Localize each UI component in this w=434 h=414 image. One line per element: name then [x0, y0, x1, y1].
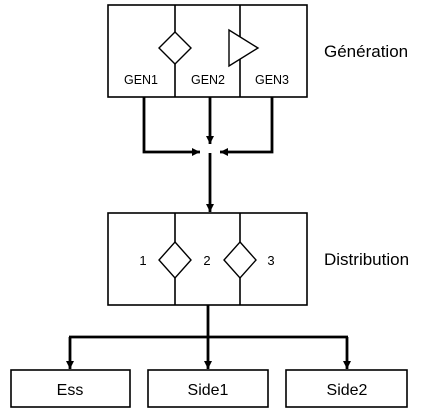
- gen2-label: GEN2: [191, 73, 225, 87]
- distribution-block: 1 2 3: [107, 212, 308, 306]
- bus-tie-1-diamond-icon: [158, 240, 192, 280]
- load-side1-label: Side1: [188, 382, 229, 399]
- gen3-triangle-icon: [228, 28, 260, 68]
- load-side2-box: [285, 369, 408, 408]
- gen3-feeder: [220, 97, 274, 156]
- gen3-label: GEN3: [255, 73, 289, 87]
- gen2-diamond-icon: [158, 31, 192, 65]
- distribution-label: Distribution: [324, 250, 409, 269]
- load-side2: Side2: [285, 369, 408, 408]
- load-side2-label: Side2: [327, 382, 368, 399]
- generation-label: Génération: [324, 42, 408, 61]
- generation-block: GEN1 GEN2 GEN3: [107, 4, 308, 98]
- generation-feeders: [142, 97, 274, 212]
- load-side1: Side1: [147, 369, 269, 408]
- generation-frame: [107, 4, 308, 98]
- load-side1-box: [147, 369, 269, 408]
- gen1-feeder: [142, 97, 200, 156]
- load-ess: Ess: [10, 369, 131, 408]
- load-feeders: [66, 305, 351, 369]
- load-ess-box: [10, 369, 131, 408]
- gen1-label: GEN1: [124, 73, 158, 87]
- bus-2-label: 2: [203, 253, 210, 268]
- bus-tie-2-diamond-icon: [223, 240, 257, 280]
- bus-1-label: 1: [139, 253, 146, 268]
- load-ess-label: Ess: [57, 382, 84, 399]
- bus-3-label: 3: [267, 253, 274, 268]
